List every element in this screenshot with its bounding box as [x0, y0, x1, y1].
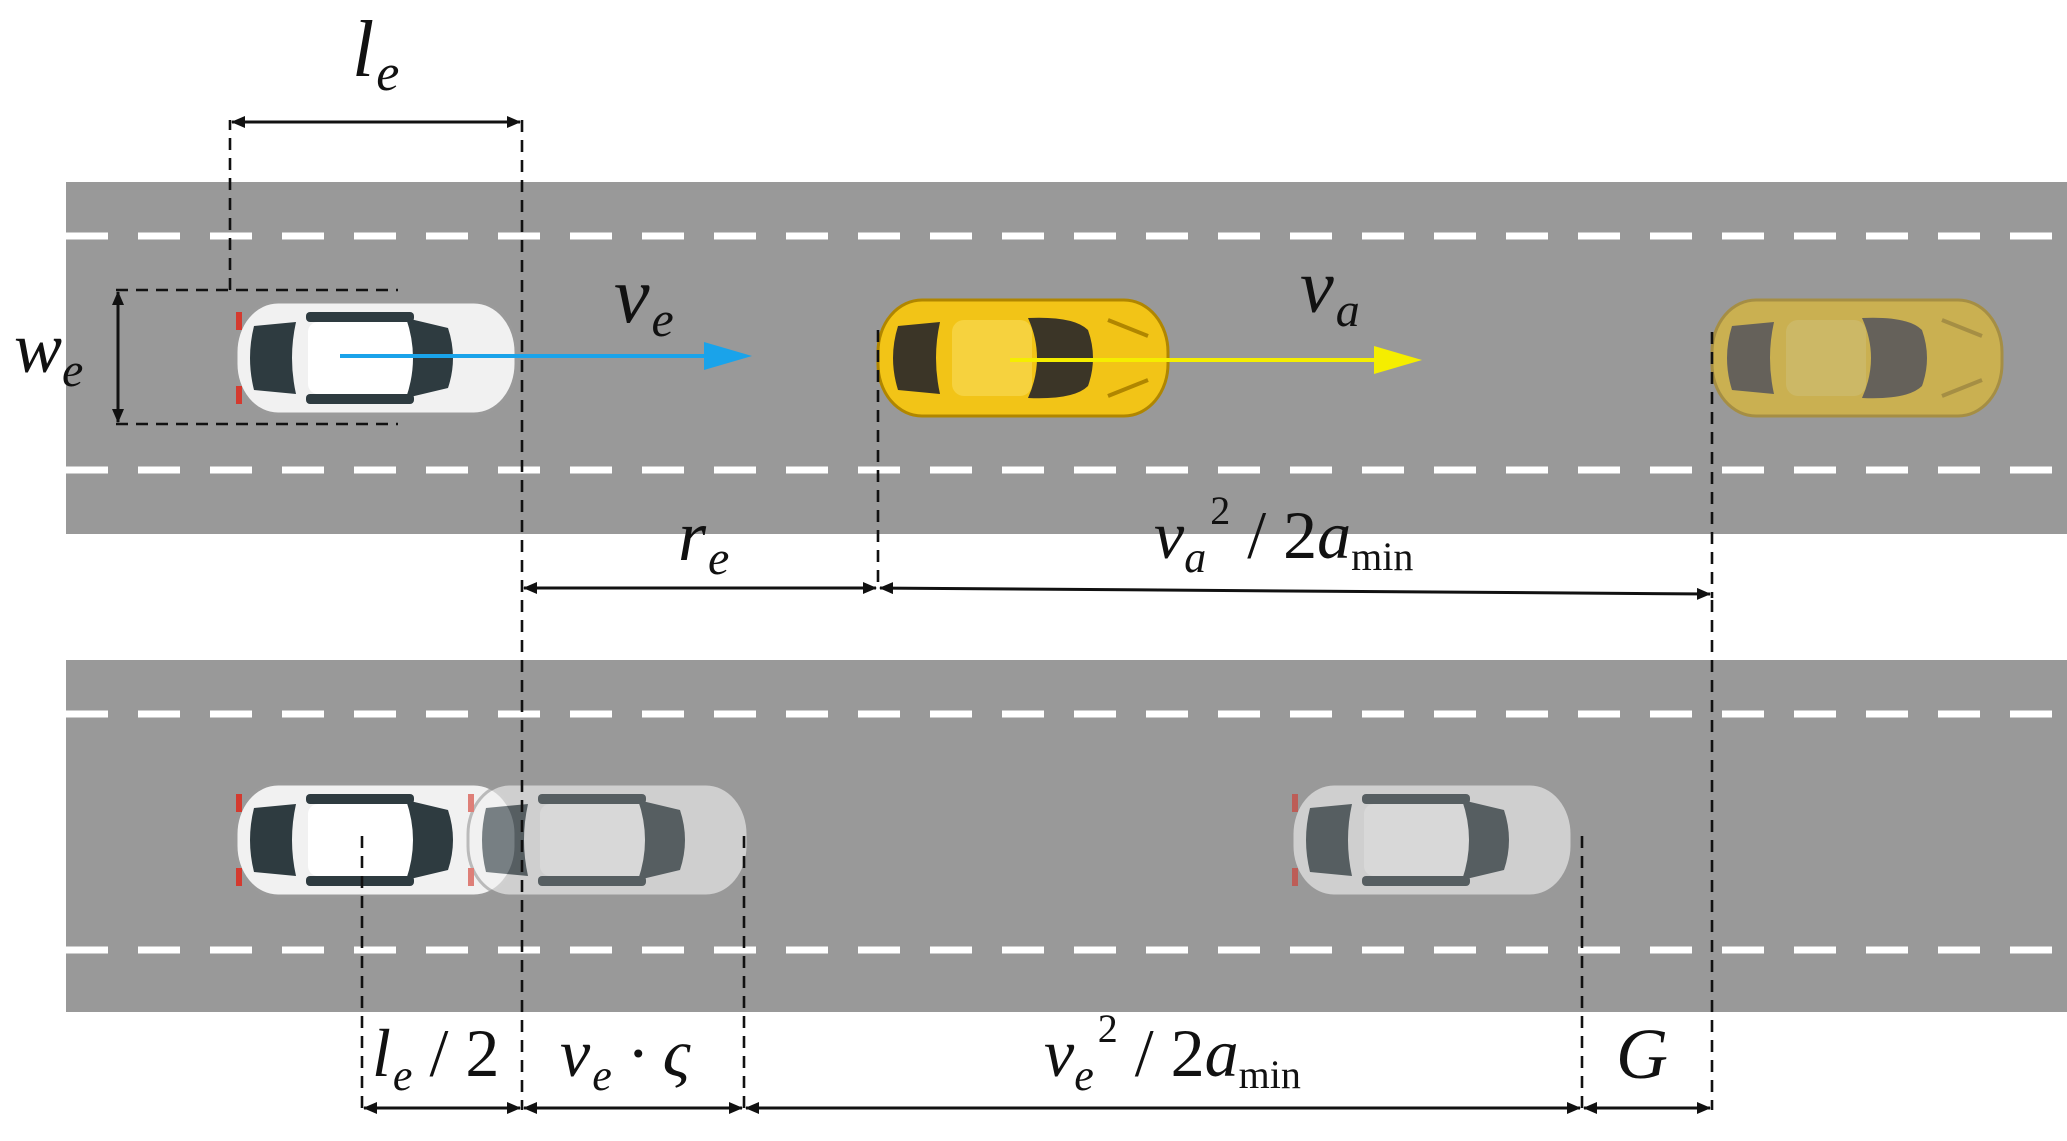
ego-velocity-arrow: [340, 342, 752, 370]
ego-velocity-label: ve: [614, 252, 674, 347]
other-velocity-arrow: [1010, 346, 1422, 374]
half-length-label: le / 2: [372, 1015, 499, 1100]
ego-car-after-reaction: [466, 782, 750, 898]
width-label: we: [14, 308, 83, 397]
gap-r-label: re: [678, 496, 729, 585]
other-braking-dimension-arrow: [879, 582, 1711, 600]
ego-braking-label: ve2 / 2amin: [1044, 1006, 1301, 1100]
upper-vertical-extension-lines: [876, 330, 1714, 598]
other-velocity-label: va: [1300, 245, 1360, 337]
other-braking-label: va2 / 2amin: [1154, 488, 1413, 582]
other-car-stopped: [1710, 298, 2004, 418]
length-label: le: [352, 6, 399, 102]
ego-car-stopped: [1290, 782, 1574, 898]
ego-width-extension-lines: [116, 288, 398, 426]
reaction-label: ve · ς: [560, 1015, 691, 1100]
ego-length-extension-lines: [228, 120, 524, 1110]
margin-g-label: G: [1616, 1014, 1668, 1094]
